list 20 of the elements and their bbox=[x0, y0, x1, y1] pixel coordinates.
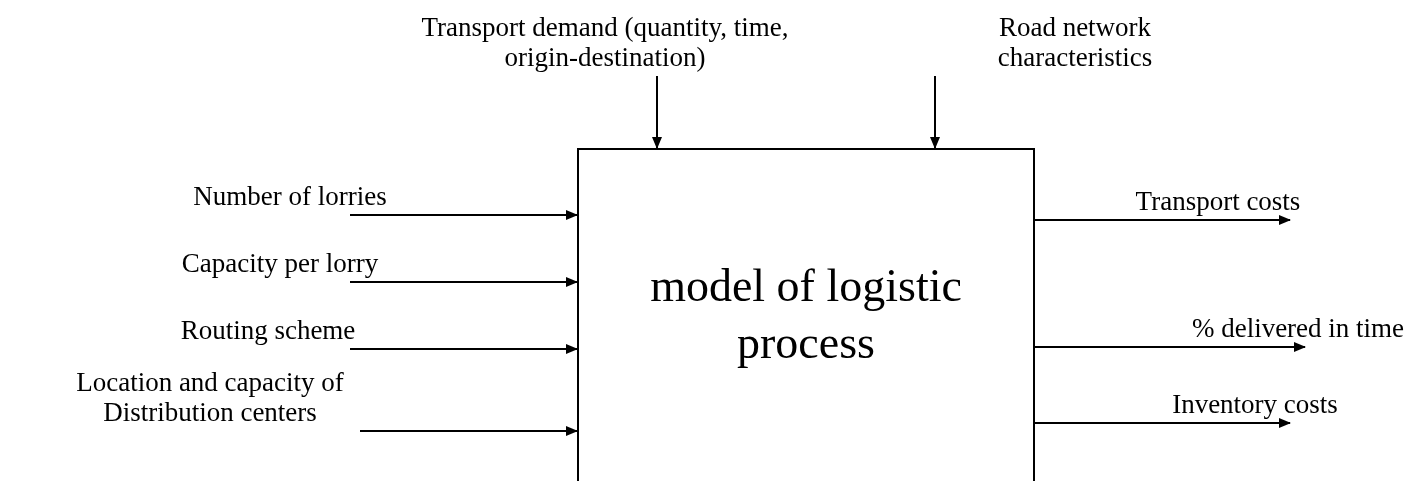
variable-label: Transport demand (quantity, time, origin-destination) bbox=[420, 12, 790, 72]
arrow bbox=[930, 75, 940, 149]
arrow bbox=[1034, 418, 1291, 428]
arrow bbox=[359, 426, 578, 436]
variable-label: Transport costs bbox=[1135, 186, 1301, 216]
arrow bbox=[1034, 342, 1306, 352]
arrow bbox=[349, 344, 578, 354]
variable-label: Capacity per lorry bbox=[181, 248, 379, 278]
variable-label: Number of lorries bbox=[193, 181, 387, 211]
process-box bbox=[577, 148, 1035, 481]
variable-label: Routing scheme bbox=[180, 315, 356, 345]
variable-label: % delivered in time bbox=[1191, 313, 1405, 343]
arrow bbox=[652, 75, 662, 149]
arrow bbox=[349, 210, 578, 220]
process-title: model of logistic process bbox=[649, 259, 963, 370]
variable-label: Location and capacity of Distribution centers bbox=[75, 367, 345, 427]
variable-label: Road network characteristics bbox=[996, 12, 1154, 72]
arrow bbox=[1034, 215, 1291, 225]
arrow bbox=[349, 277, 578, 287]
variable-label: Inventory costs bbox=[1172, 389, 1338, 419]
